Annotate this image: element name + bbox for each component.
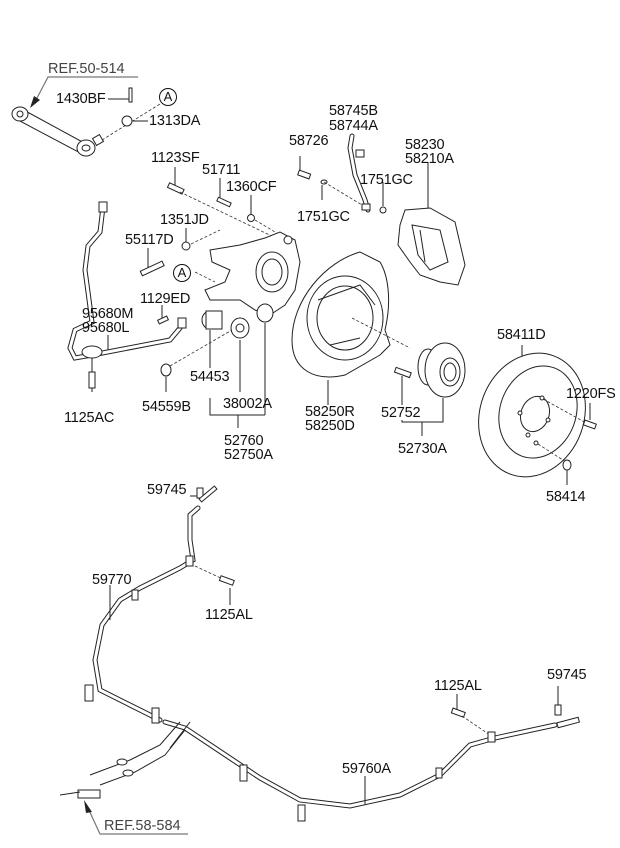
- part-label-52760[interactable]: 52760: [224, 433, 264, 449]
- hub-bearing: [393, 342, 466, 436]
- washer-1351jd: [181, 228, 221, 251]
- part-label-51711[interactable]: 51711: [202, 162, 241, 178]
- part-label-58250d[interactable]: 58250D: [305, 418, 355, 434]
- part-label-1129ed[interactable]: 1129ED: [140, 291, 191, 307]
- part-label-95680l[interactable]: 95680L: [82, 320, 130, 336]
- part-label-58210a[interactable]: 58210A: [405, 151, 454, 167]
- knuckle: [194, 231, 301, 316]
- dash-arm-a: [101, 103, 161, 141]
- ref-58-584[interactable]: REF.58-584: [104, 818, 181, 834]
- part-label-59745-upper[interactable]: 59745: [147, 482, 187, 498]
- part-label-59770[interactable]: 59770: [92, 572, 132, 588]
- part-label-1125al-upper[interactable]: 1125AL: [205, 607, 253, 623]
- part-label-1313da[interactable]: 1313DA: [149, 113, 201, 129]
- trailing-arm: [11, 106, 105, 157]
- caliper: [397, 162, 466, 286]
- callout-a-knuckle: A: [173, 264, 191, 282]
- part-label-1351jd[interactable]: 1351JD: [160, 212, 209, 228]
- part-label-59745-lower[interactable]: 59745: [547, 667, 587, 683]
- bushing-38002a: [230, 317, 250, 392]
- bushing-54453: [201, 310, 223, 368]
- parking-cable-59760a: [162, 686, 581, 822]
- part-label-1220fs[interactable]: 1220FS: [566, 386, 616, 402]
- part-label-52752[interactable]: 52752: [381, 405, 421, 421]
- part-label-52730a[interactable]: 52730A: [398, 441, 447, 457]
- part-label-59760a[interactable]: 59760A: [342, 761, 391, 777]
- parking-cable-59770: [84, 485, 235, 724]
- bolt-55117d: [139, 248, 165, 277]
- nut-1360cf: [247, 195, 286, 239]
- part-label-58250r[interactable]: 58250R: [305, 404, 355, 420]
- part-label-52750a[interactable]: 52750A: [224, 447, 273, 463]
- nut-54559b: [160, 329, 233, 392]
- part-label-58230[interactable]: 58230: [405, 137, 445, 153]
- ref-bottom-leader: [84, 800, 188, 835]
- part-label-95680m[interactable]: 95680M: [82, 306, 134, 322]
- part-label-54559b[interactable]: 54559B: [142, 399, 191, 415]
- brake-disc: [478, 345, 597, 485]
- part-label-1751gc-right[interactable]: 1751GC: [360, 172, 413, 188]
- lever-cables: [59, 721, 191, 799]
- nut-1313da: [121, 115, 133, 127]
- part-label-1123sf[interactable]: 1123SF: [151, 150, 200, 166]
- part-label-1125ac[interactable]: 1125AC: [64, 410, 115, 426]
- part-label-58414[interactable]: 58414: [546, 489, 586, 505]
- part-label-1751gc-left[interactable]: 1751GC: [297, 209, 350, 225]
- bolt-51711: [216, 178, 232, 208]
- abs-sensor-wire: [67, 201, 187, 392]
- bushing-knuckle: [256, 303, 274, 415]
- part-label-58411d[interactable]: 58411D: [497, 327, 546, 343]
- brake-hose: [297, 133, 387, 214]
- backing-plate: [291, 251, 411, 405]
- bolt-1123sf: [166, 167, 281, 241]
- ref-top-leader: [30, 76, 138, 108]
- bracket-52760: [209, 398, 265, 416]
- part-label-38002a[interactable]: 38002A: [223, 396, 272, 412]
- part-label-58745b[interactable]: 58745B: [329, 103, 378, 119]
- callout-a-top: A: [159, 88, 177, 106]
- part-label-58726[interactable]: 58726: [289, 133, 329, 149]
- part-label-55117d[interactable]: 55117D: [125, 232, 174, 248]
- part-label-1125al-lower[interactable]: 1125AL: [434, 678, 482, 694]
- ref-50-514[interactable]: REF.50-514: [48, 61, 125, 77]
- cotter-pin-1430bf: [128, 87, 133, 103]
- part-label-1430bf[interactable]: 1430BF: [56, 91, 106, 107]
- part-label-58744a[interactable]: 58744A: [329, 118, 378, 134]
- part-label-1360cf[interactable]: 1360CF: [226, 179, 277, 195]
- part-label-54453[interactable]: 54453: [190, 369, 230, 385]
